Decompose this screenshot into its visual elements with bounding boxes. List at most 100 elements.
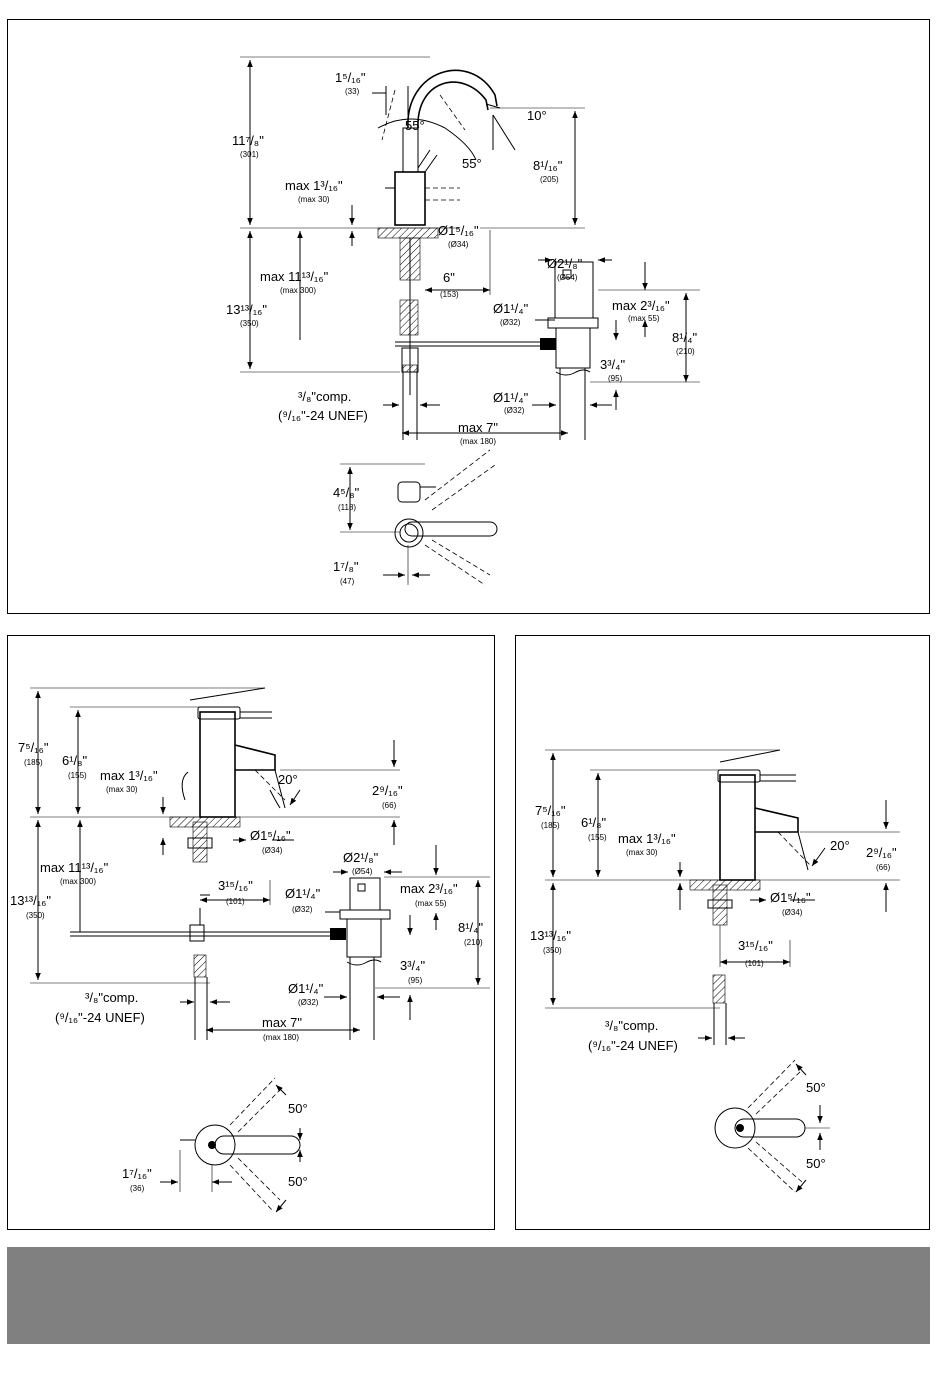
top-hole-mm: (Ø34) [448,240,469,249]
br-labels: 7⁵/₁₆" (185) 6¹/₈" (155) max 1³/₁₆" (max… [530,803,897,1171]
br-h-total: 7⁵/₁₆" [535,803,566,818]
top-angle-a: 55° [405,118,425,133]
br-plan-view [714,1059,830,1193]
top-drain-pipe2: Ø1¹/₄" [493,390,529,405]
br-comp: ³/₈"comp. [605,1018,658,1033]
top-drain-pipe-mm: (Ø32) [500,318,521,327]
top-spout-h: 8¹/₁₆" [533,158,563,173]
bl-total-below: 13¹³/₁₆" [10,893,51,908]
bl-h-spout: 6¹/₈" [62,753,88,768]
bl-max-deck: max 1³/₁₆" [100,768,158,783]
top-spout-offset-mm: (33) [345,87,360,96]
top-panel-high-spout-faucet [7,19,930,614]
br-h-spout: 6¹/₈" [581,815,607,830]
br-reach-mm: (101) [745,959,764,968]
br-hole-mm: (Ø34) [782,908,803,917]
top-elevation-drawing [240,56,700,440]
br-total-below: 13¹³/₁₆" [530,928,571,943]
top-drain-d-mm: (Ø54) [557,273,578,282]
bl-spout-drop-mm: (66) [382,801,397,810]
br-plan-a1: 50° [806,1080,826,1095]
br-hole: Ø1⁵/₁₆" [770,890,811,905]
top-drain-l: 3³/₄" [600,357,625,372]
top-h-total-mm: (301) [240,150,259,159]
br-max-deck-mm: (max 30) [626,848,658,857]
bl-reach-mm: (101) [226,897,245,906]
bl-drain-max-mm: (max 55) [415,899,447,908]
top-max7: max 7" [458,420,498,435]
top-drain-d: Ø2¹/₈" [547,256,583,271]
top-plan-w: 1⁷/₈" [333,559,359,574]
bl-comp: ³/₈"comp. [85,990,138,1005]
bl-drain-d-mm: (Ø54) [352,867,373,876]
top-spout-offset: 1⁵/₁₆" [335,70,366,85]
top-labels: 11⁷/₈" (301) 1⁵/₁₆" (33) 55° 55° 10° 8¹/… [226,70,697,586]
bl-plan-w: 1⁷/₁₆" [122,1166,152,1181]
bl-drain-pipe: Ø1¹/₄" [285,886,321,901]
bl-h-total-mm: (185) [24,758,43,767]
bottom-right-panel-faucet-no-drain [515,635,930,1230]
bl-elevation-drawing [30,687,490,1040]
bl-drain-h: 8¹/₄" [458,920,483,935]
bl-h-total: 7⁵/₁₆" [18,740,49,755]
top-drain-l-mm: (95) [608,374,623,383]
bl-angle: 20° [278,772,298,787]
top-angle-b: 55° [462,156,482,171]
br-angle: 20° [830,838,850,853]
bl-labels: 7⁵/₁₆" (185) 6¹/₈" (155) max 1³/₁₆" (max… [10,740,483,1193]
top-max7-mm: (max 180) [460,437,496,446]
br-max-deck: max 1³/₁₆" [618,831,676,846]
top-total-below-mm: (350) [240,319,259,328]
top-angle-spout: 10° [527,108,547,123]
bl-spout-drop: 2⁹/₁₆" [372,783,403,798]
top-drain-max: max 2³/₁₆" [612,298,670,313]
bl-below-deck-mm: (max 300) [60,877,96,886]
bl-drain-d: Ø2¹/₈" [343,850,379,865]
bl-hole-mm: (Ø34) [262,846,283,855]
top-plan-view [340,449,498,586]
top-thread: (⁹/₁₆"-24 UNEF) [278,408,368,423]
bl-plan-view [160,1077,303,1213]
br-total-below-mm: (350) [543,946,562,955]
bl-drain-max: max 2³/₁₆" [400,881,458,896]
top-drain-pipe2-mm: (Ø32) [504,406,525,415]
bl-drain-h-mm: (210) [464,938,483,947]
br-spout-drop: 2⁹/₁₆" [866,845,897,860]
footer-bar [7,1247,930,1344]
top-plan-w-mm: (47) [340,577,355,586]
bl-max7-mm: (max 180) [263,1033,299,1042]
top-below-deck: max 11¹³/₁₆" [260,269,329,284]
top-drain-h-mm: (210) [676,347,695,356]
top-reach-mm: (153) [440,290,459,299]
bl-drain-pipe-mm: (Ø32) [292,905,313,914]
top-drain-h: 8¹/₄" [672,330,697,345]
bl-h-spout-mm: (155) [68,771,87,780]
top-spout-h-mm: (205) [540,175,559,184]
top-hole: Ø1⁵/₁₆" [438,223,479,238]
top-plan-h-mm: (118) [338,503,356,512]
bl-drain-pipe2: Ø1¹/₄" [288,981,324,996]
top-total-below: 13¹³/₁₆" [226,302,267,317]
top-below-deck-mm: (max 300) [280,286,316,295]
top-drain-max-mm: (max 55) [628,314,660,323]
br-elevation-drawing [545,749,900,1045]
bl-drain-pipe2-mm: (Ø32) [298,998,319,1007]
bl-below-deck: max 11¹³/₁₆" [40,860,109,875]
bl-plan-a2: 50° [288,1174,308,1189]
br-plan-a2: 50° [806,1156,826,1171]
bl-plan-w-mm: (36) [130,1184,145,1193]
top-h-total: 11⁷/₈" [232,133,264,148]
bl-hole: Ø1⁵/₁₆" [250,828,291,843]
br-h-total-mm: (185) [541,821,560,830]
bl-total-below-mm: (350) [26,911,45,920]
bl-plan-a1: 50° [288,1101,308,1116]
top-max-deck: max 1³/₁₆" [285,178,343,193]
br-spout-drop-mm: (66) [876,863,891,872]
bl-drain-l: 3³/₄" [400,958,425,973]
bl-reach: 3¹⁵/₁₆" [218,878,253,893]
bl-max-deck-mm: (max 30) [106,785,138,794]
top-drain-pipe: Ø1¹/₄" [493,301,529,316]
br-thread: (⁹/₁₆"-24 UNEF) [588,1038,678,1053]
br-reach: 3¹⁵/₁₆" [738,938,773,953]
